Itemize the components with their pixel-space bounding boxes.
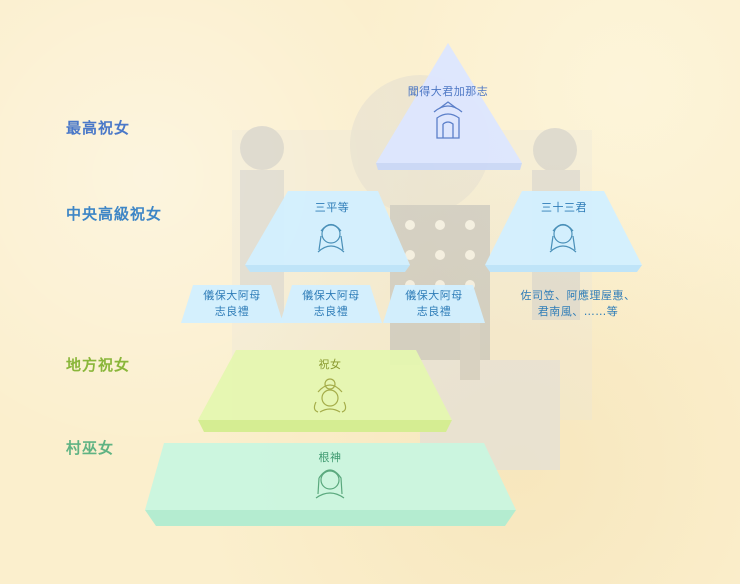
mid-right-trapezoid (485, 191, 642, 272)
sub1-line2: 志良禮 (214, 305, 250, 318)
sub3-line1: 儀保大阿母 (405, 289, 463, 302)
level-label-central: 中央高級祝女 (66, 205, 163, 223)
crowned-priestess-icon (433, 101, 463, 139)
node-label-mid-left: 三平等 (314, 201, 350, 214)
node-label-sub2: 儀保大阿母 志良禮 (289, 288, 373, 320)
node-label-local: 祝女 (318, 358, 342, 371)
woman-icon-village (315, 469, 345, 499)
node-label-top: 聞得大君加那志 (407, 85, 489, 98)
woman-icon-mid-right (549, 223, 577, 253)
node-label-sub-text: 佐司笠、阿應理屋惠、 君南風、……等 (498, 288, 658, 320)
level-label-village: 村巫女 (66, 439, 115, 457)
mid-left-trapezoid (245, 191, 410, 272)
village-trapezoid (145, 443, 516, 526)
sub2-line1: 儀保大阿母 (302, 289, 360, 302)
level-label-supreme: 最高祝女 (66, 119, 131, 137)
priestess-headdress-icon (313, 378, 347, 413)
sub-trapezoid-1 (181, 285, 283, 323)
sub1-line1: 儀保大阿母 (203, 289, 261, 302)
sub-trapezoid-3 (383, 285, 485, 323)
woman-icon-mid-left (317, 223, 345, 253)
level-label-local: 地方祝女 (66, 356, 131, 374)
sub-text-line1: 佐司笠、阿應理屋惠、 (520, 289, 636, 302)
node-label-mid-right: 三十三君 (541, 201, 587, 214)
node-label-sub1: 儀保大阿母 志良禮 (190, 288, 274, 320)
node-label-sub3: 儀保大阿母 志良禮 (392, 288, 476, 320)
sub-text-line2: 君南風、……等 (537, 305, 619, 318)
sub3-line2: 志良禮 (416, 305, 452, 318)
sub-trapezoid-2 (280, 285, 382, 323)
sub2-line2: 志良禮 (313, 305, 349, 318)
node-label-village: 根神 (318, 451, 342, 464)
